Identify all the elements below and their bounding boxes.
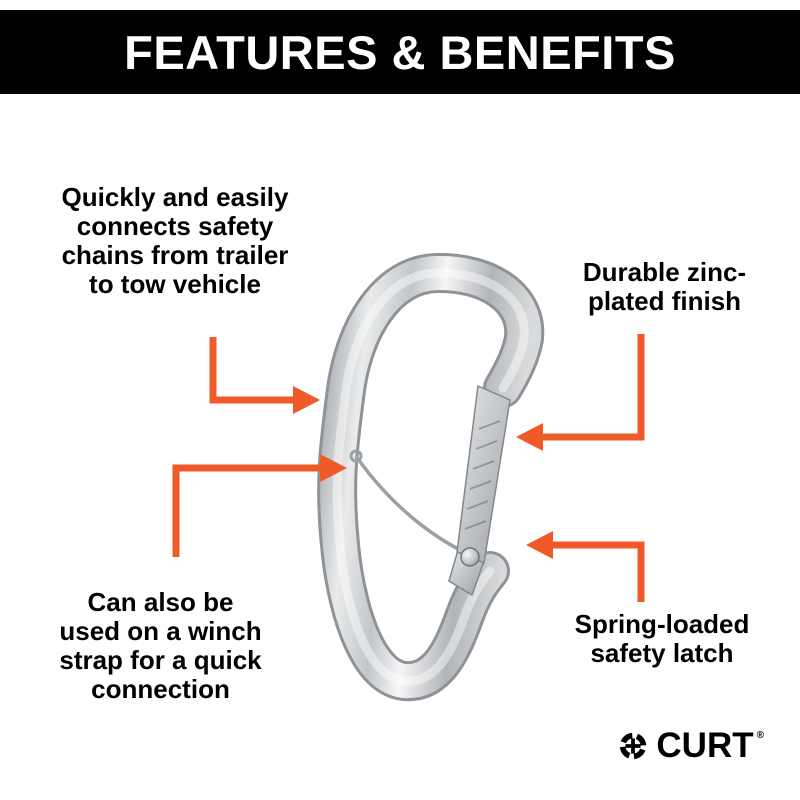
hook-body: [317, 253, 545, 702]
latch-hatch-marks: [464, 420, 501, 530]
arrow-winch-head: [320, 454, 347, 482]
latch-spring-wire: [349, 449, 465, 554]
callout-winch-strap: Can also be used on a winch strap for a …: [59, 587, 262, 705]
curt-logo-icon: [620, 732, 647, 760]
arrow-latch-head: [526, 531, 553, 559]
arrow-finish-head: [516, 423, 543, 451]
arrow-winch: [172, 454, 347, 557]
arrow-finish: [516, 334, 645, 451]
features-banner: FEATURES & BENEFITS: [0, 10, 800, 94]
callout-safety-latch: Spring-loaded safety latch: [574, 609, 750, 669]
callout-zinc-finish: Durable zinc- plated finish: [582, 257, 747, 317]
curt-logo-text: CURT: [656, 726, 754, 765]
banner-title: FEATURES & BENEFITS: [124, 25, 676, 79]
snap-hook-image: [317, 253, 545, 702]
safety-latch: [448, 384, 511, 597]
registered-mark: ®: [756, 730, 764, 741]
latch-rivet: [460, 547, 480, 567]
arrow-connect: [209, 337, 320, 414]
curt-logo: CURT ®: [617, 726, 764, 766]
callout-connect-chains: Quickly and easily connects safety chain…: [61, 182, 289, 300]
arrow-connect-head: [293, 386, 320, 414]
arrow-latch: [526, 531, 645, 602]
